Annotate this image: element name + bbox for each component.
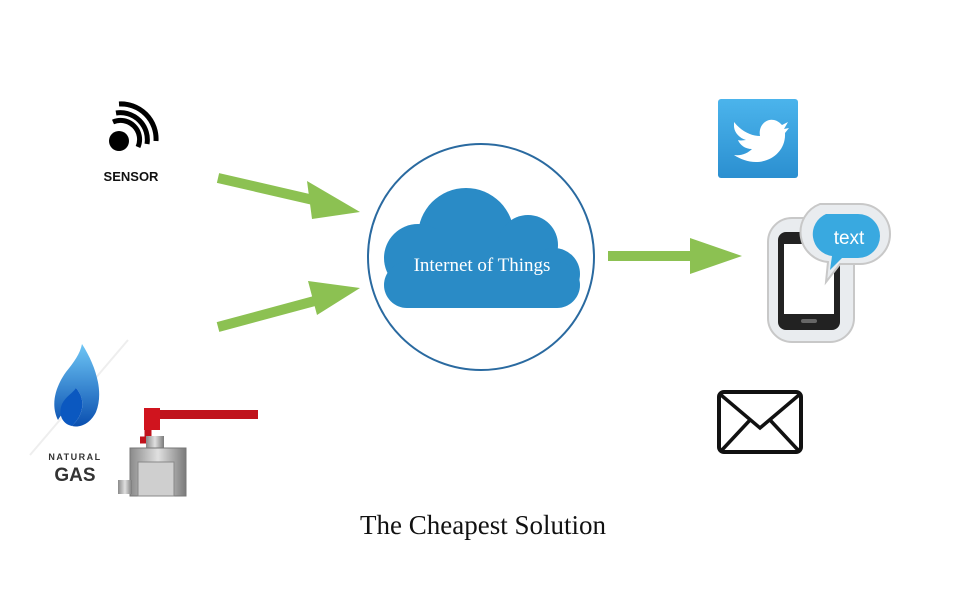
diagram-caption: The Cheapest Solution (360, 510, 606, 540)
cloud-label: Internet of Things (414, 255, 551, 276)
gas-flame-icon (29, 339, 129, 456)
sensor-label: SENSOR (104, 169, 160, 184)
twitter-icon (718, 99, 798, 178)
sms-bubble-label: text (834, 228, 865, 249)
arrow-gas-to-cloud (216, 281, 360, 332)
iot-cloud (367, 143, 595, 371)
gas-label-top: NATURAL (48, 452, 101, 462)
sensor-icon (109, 101, 159, 151)
gas-valve-icon (118, 408, 258, 497)
envelope-icon (717, 390, 803, 454)
arrow-cloud-to-outputs (608, 238, 742, 274)
arrow-sensor-to-cloud (216, 173, 360, 219)
cloud-icon (384, 188, 580, 308)
phone-text-icon (767, 203, 892, 343)
gas-label-bottom: GAS (54, 465, 95, 486)
